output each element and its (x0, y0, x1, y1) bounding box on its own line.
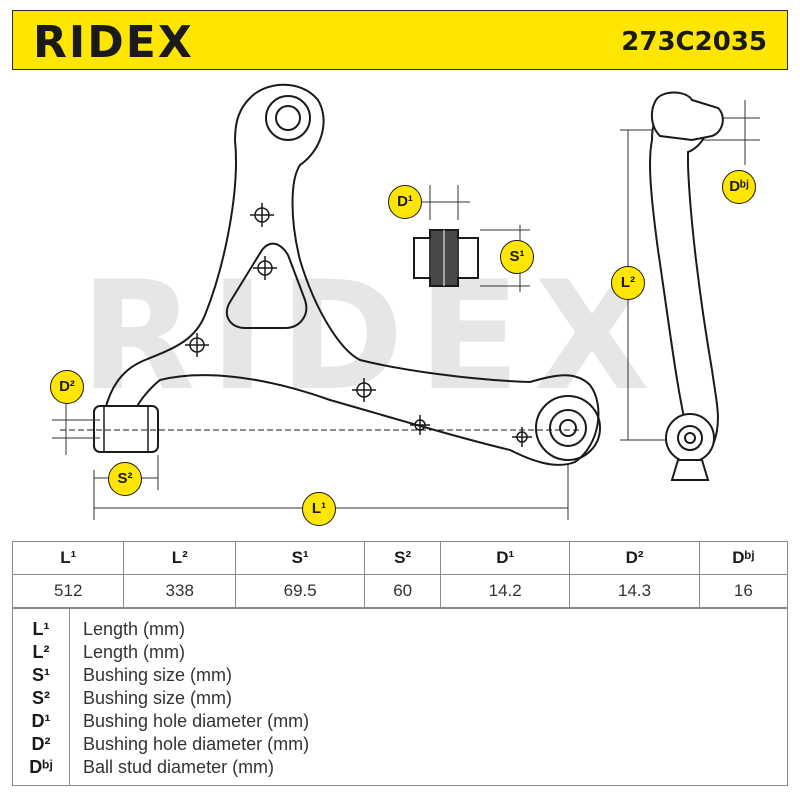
spec-value: 14.2 (439, 574, 571, 608)
legend-text: Bushing size (mm) (83, 665, 233, 685)
spec-value: 338 (123, 574, 236, 608)
part-number: 273C2035 (621, 27, 767, 57)
spec-value-row: 512 338 69.5 60 14.2 14.3 16 (11, 574, 789, 608)
spec-header: S¹ (234, 541, 366, 575)
spec-value: 69.5 (234, 574, 366, 608)
legend-text: Ball stud diameter (mm) (83, 757, 275, 777)
label-l2: L² (611, 266, 645, 300)
legend-symbol: Dᵇʲ (29, 757, 53, 777)
spec-value: 14.3 (569, 574, 700, 608)
legend-symbol: L¹ (32, 619, 50, 639)
label-d1: D¹ (388, 185, 422, 219)
spec-value: 60 (364, 574, 441, 608)
legend-divider (69, 609, 70, 785)
spec-header: D² (569, 541, 700, 575)
legend-text: Bushing size (mm) (83, 688, 233, 708)
label-dbj: Dᵇʲ (722, 170, 756, 204)
legend-text: Bushing hole diameter (mm) (83, 711, 310, 731)
spec-header: D¹ (439, 541, 571, 575)
ball-joint-inner (559, 419, 577, 437)
label-s1: S¹ (500, 240, 534, 274)
legend-box: L¹ Length (mm) L² Length (mm) S¹ Bushing… (12, 608, 788, 786)
crosshair-marks (185, 203, 532, 447)
label-l1: L¹ (302, 492, 336, 526)
rear-bushing (413, 229, 479, 287)
legend-text: Length (mm) (83, 642, 186, 662)
brand-logo: RIDEX (33, 17, 194, 68)
header-banner: RIDEX 273C2035 (12, 10, 788, 70)
legend-symbol: L² (32, 642, 50, 662)
control-arm-outline (103, 83, 600, 466)
label-s2: S² (108, 462, 142, 496)
legend-symbol: D¹ (31, 711, 51, 731)
spec-header: L² (123, 541, 236, 575)
spec-header: L¹ (11, 541, 125, 575)
spec-table: L¹ L² S¹ S² D¹ D² Dᵇʲ 512 338 69.5 60 14… (11, 541, 789, 608)
legend-symbol: D² (31, 734, 51, 754)
label-d2: D² (50, 370, 84, 404)
spec-value: 16 (698, 574, 789, 608)
side-view-arm (649, 91, 724, 481)
spec-header: S² (364, 541, 441, 575)
legend-text: Bushing hole diameter (mm) (83, 734, 310, 754)
legend-symbol: S² (32, 688, 50, 708)
watermark-logo: RIDEX (80, 250, 664, 424)
spec-header: Dᵇʲ (698, 541, 789, 575)
legend-symbol: S¹ (32, 665, 50, 685)
technical-drawing: RIDEX (0, 70, 800, 540)
spec-header-row: L¹ L² S¹ S² D¹ D² Dᵇʲ (11, 541, 789, 575)
ball-joint-mid (549, 409, 587, 447)
triangle-cutout (225, 242, 308, 329)
legend-text: Length (mm) (83, 619, 186, 639)
top-eye-outer (265, 95, 311, 141)
control-arm-diagram (52, 83, 760, 520)
spec-value: 512 (11, 574, 125, 608)
top-eye-inner (275, 105, 301, 131)
ball-joint-outer (535, 395, 601, 461)
